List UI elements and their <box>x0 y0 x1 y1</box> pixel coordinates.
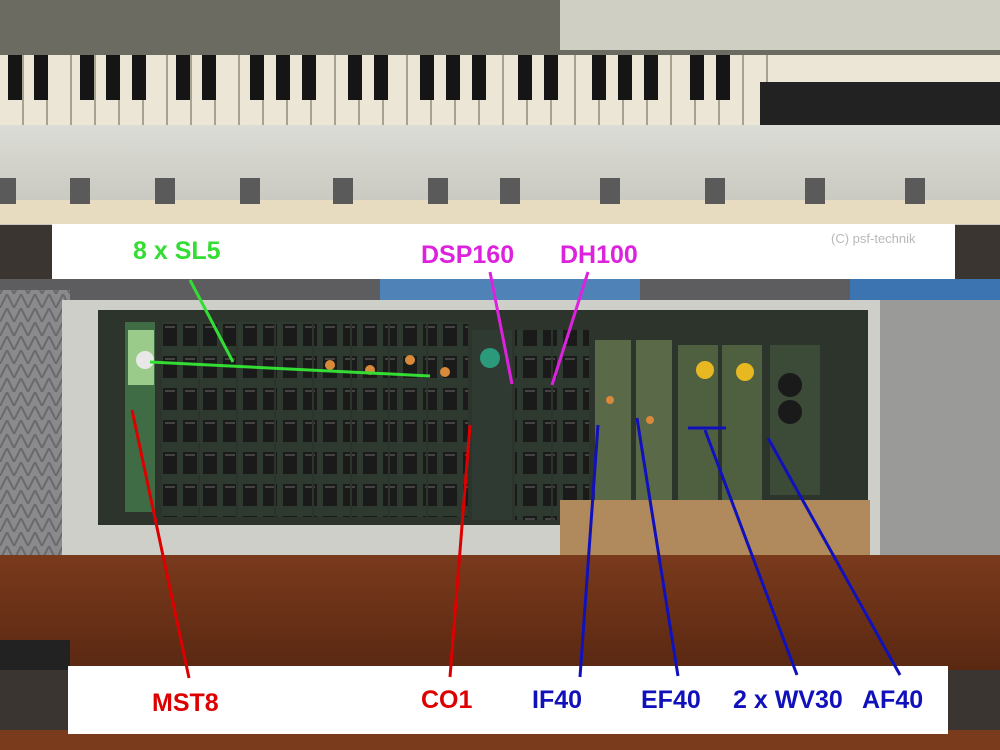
label-if40: IF40 <box>532 686 583 714</box>
top-label-banner <box>52 224 955 279</box>
label-dsp160: DSP160 <box>421 241 515 269</box>
copyright-notice: (C) psf-technik <box>831 231 916 246</box>
label-dh100: DH100 <box>560 241 638 269</box>
label-8x-sl5: 8 x SL5 <box>133 237 221 265</box>
bottom-label-banner <box>68 666 948 734</box>
label-co1: CO1 <box>421 686 473 714</box>
label-mst8: MST8 <box>152 689 219 717</box>
label-2x-wv30: 2 x WV30 <box>733 686 843 714</box>
label-ef40: EF40 <box>641 686 701 714</box>
label-af40: AF40 <box>862 686 924 714</box>
